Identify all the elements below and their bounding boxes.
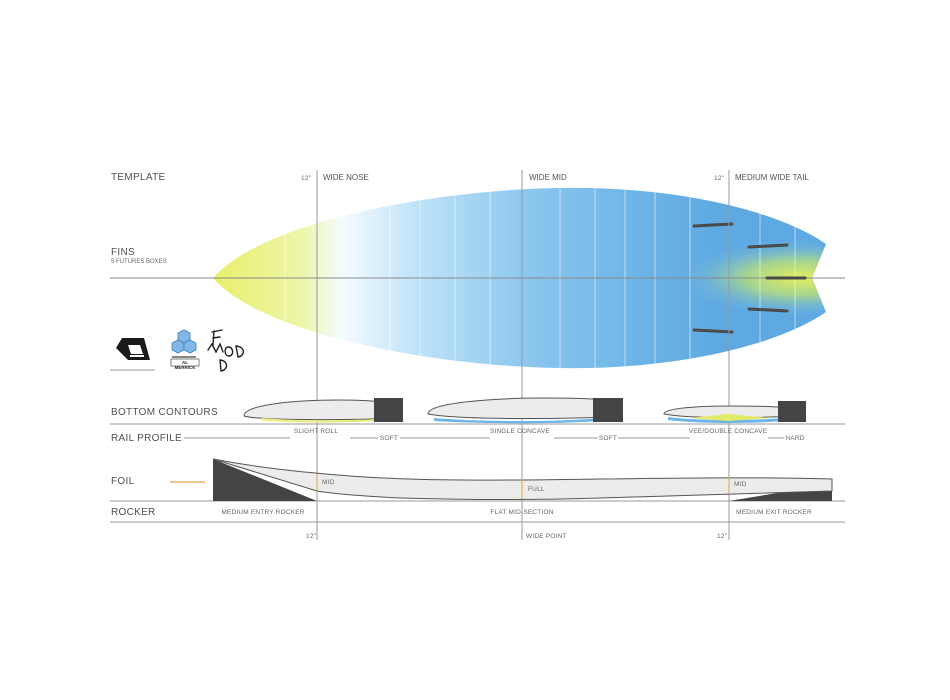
wide-nose-label: WIDE NOSE <box>323 173 369 182</box>
rocker-entry-label: MEDIUM ENTRY ROCKER <box>221 509 305 516</box>
nose-measure-label: 12" <box>301 175 312 182</box>
foil-tail-label: MID <box>734 481 747 488</box>
tail-measure-label: 12" <box>714 175 725 182</box>
rail-mid-label: SOFT <box>598 435 618 442</box>
bottom-nose-measure-label: 12" <box>306 533 317 540</box>
section-template-label: TEMPLATE <box>111 172 166 183</box>
bottom-contours <box>243 397 806 424</box>
rail-tail-label: HARD <box>785 435 805 442</box>
contour-single-concave <box>427 397 623 424</box>
brand-logos <box>116 329 245 372</box>
foil-profile <box>170 458 833 501</box>
section-foil-label: FOIL <box>111 476 135 487</box>
fin-boxes <box>692 222 807 334</box>
surfboard-template <box>213 187 826 369</box>
contour-mid-label: SINGLE CONCAVE <box>489 428 551 435</box>
section-rail-profile-label: RAIL PROFILE <box>111 433 183 444</box>
section-rocker-label: ROCKER <box>111 507 156 518</box>
rail-front-label: SOFT <box>379 435 399 442</box>
fin-box-right-rear <box>747 307 789 313</box>
foil-mid-label: FULL <box>528 486 545 493</box>
fin-box-left-front <box>692 222 734 228</box>
fins-subtitle: 5 FUTURES BOXES <box>111 259 167 265</box>
mod-logo <box>207 329 245 372</box>
fin-box-left-rear <box>747 243 789 249</box>
medium-wide-tail-label: MEDIUM WIDE TAIL <box>735 173 809 182</box>
fin-box-right-front <box>692 328 734 334</box>
contour-slight-roll <box>243 398 403 423</box>
rocker-mid-label: FLAT MID-SECTION <box>490 509 554 516</box>
contour-vee-double-concave <box>663 401 806 423</box>
bottom-tail-measure-label: 12" <box>717 533 728 540</box>
firewire-logo <box>116 338 150 360</box>
bottom-wide-point-label: WIDE POINT <box>526 533 567 540</box>
channel-islands-logo <box>170 329 200 367</box>
al-merrick-logo-text: AL MERRICK <box>174 360 196 370</box>
rocker-exit-label: MEDIUM EXIT ROCKER <box>736 509 812 516</box>
contour-tail-label: VEE/DOUBLE CONCAVE <box>688 428 768 435</box>
foil-nose-label: MID <box>322 479 335 486</box>
contour-front-label: SLIGHT ROLL <box>293 428 339 435</box>
section-bottom-contours-label: BOTTOM CONTOURS <box>111 407 218 418</box>
wide-mid-label: WIDE MID <box>529 173 567 182</box>
section-fins-label: FINS <box>111 247 135 258</box>
